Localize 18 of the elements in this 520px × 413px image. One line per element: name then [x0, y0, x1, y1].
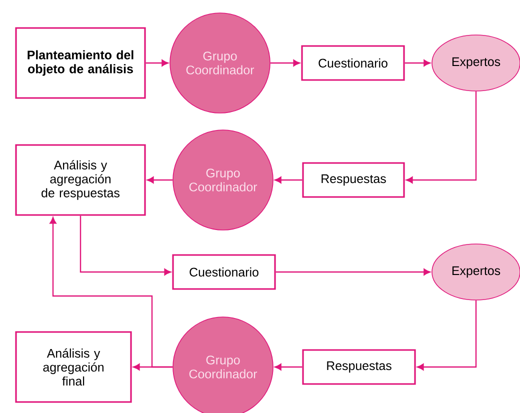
arrow — [404, 60, 430, 66]
process-box: Análisis y agregación final — [15, 331, 132, 403]
arrow — [147, 176, 173, 184]
arrow — [80, 216, 171, 276]
arrow — [274, 176, 302, 184]
process-box: Análisis y agregación de respuestas — [15, 144, 146, 216]
process-box: Respuestas — [302, 349, 416, 385]
process-box: Planteamiento del objeto de análisis — [15, 27, 146, 99]
arrow — [417, 300, 477, 370]
arrow — [50, 217, 173, 368]
process-box: Cuestionario — [301, 45, 405, 81]
arrow — [270, 60, 300, 66]
arrow — [146, 60, 168, 66]
process-box: Respuestas — [302, 162, 405, 198]
arrow — [274, 364, 302, 370]
arrow — [406, 91, 477, 184]
process-box: Cuestionario — [172, 254, 276, 290]
arrow — [276, 268, 430, 276]
